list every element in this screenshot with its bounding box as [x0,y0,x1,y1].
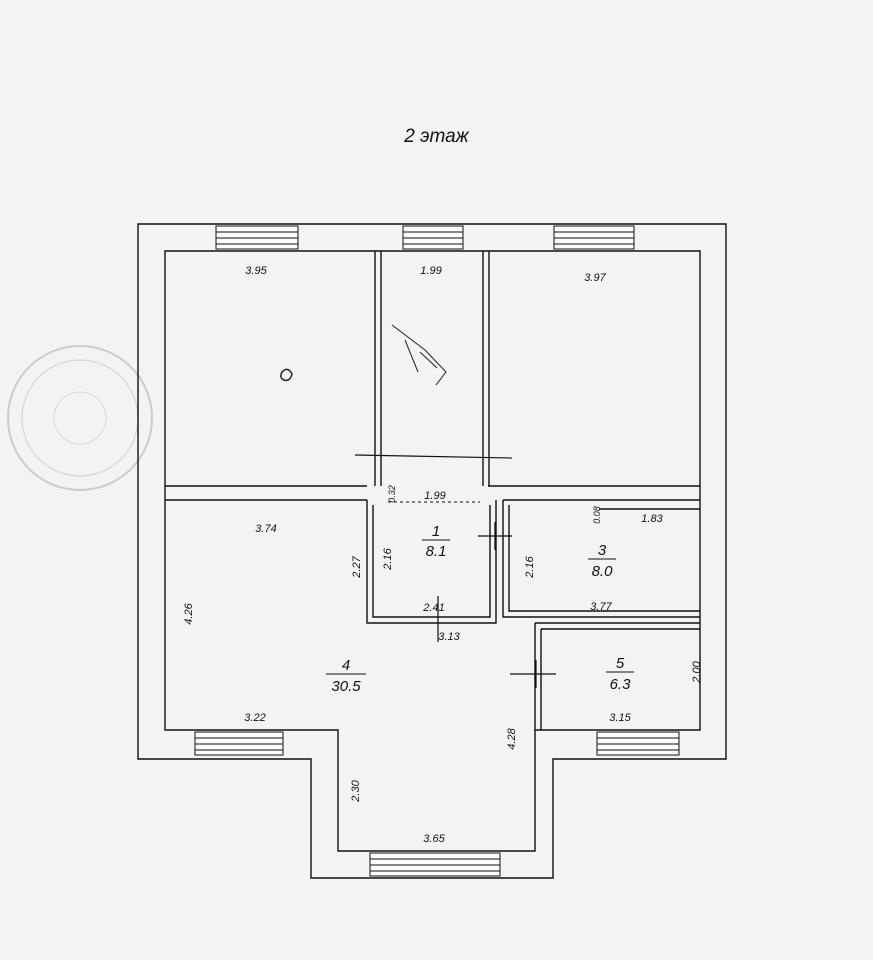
dim-top-mid-width: 1.99 [420,265,441,277]
room1-area: 8.1 [426,543,447,560]
dim-room4-inner-height: 2.27 [351,555,363,578]
window-bottom-right [596,731,680,756]
window-bay [369,852,501,877]
room3-area: 8.0 [592,563,614,580]
sketch-blot [280,368,293,382]
dim-room5-width: 3.15 [609,712,631,724]
window-top-right [553,225,635,250]
dim-room1-width: 2.41 [422,602,444,614]
room3-number: 3 [598,542,607,559]
dim-hall-top-width: 1.99 [424,490,445,502]
window-top-mid [402,225,464,250]
wall-room1 [366,500,497,624]
room4-number: 4 [342,657,350,674]
wall-room3 [502,500,700,618]
dim-bay-right-height: 4.28 [506,727,518,749]
dim-room1-height: 2.16 [382,547,394,570]
dim-room3-width: 3.77 [590,601,612,613]
dim-top-left-width: 3.95 [245,265,267,277]
inner-wall [164,250,701,852]
dim-room4-bottom-left: 3.22 [244,712,265,724]
dim-room3-top: 0.08 [592,506,602,524]
door-tick-room1 [478,522,512,550]
room5-number: 5 [616,655,625,672]
room1-number: 1 [432,523,440,540]
window-top-left [215,225,299,250]
room5-area: 6.3 [610,676,632,693]
wall-room5 [534,622,700,730]
sketch-scribble [391,324,447,386]
dim-room3-top-width: 1.83 [641,513,663,525]
dim-bay-height: 2.30 [350,779,362,802]
door-line-top-mid [354,454,513,459]
room4-area: 30.5 [331,678,361,695]
wall-divider-top [165,485,700,501]
dim-bay-width: 3.65 [423,833,445,845]
floor-title: 2 этаж [404,126,469,147]
dim-room4-passage: 3.13 [438,631,460,643]
outer-wall [137,223,727,879]
wall-top-mid-left [374,251,382,486]
dim-room4-left-height: 4.26 [183,602,195,624]
dim-hall-depth: 0.32 [387,485,397,503]
wall-top-mid-right [482,251,490,486]
dim-room3-height: 2.16 [524,555,536,578]
dim-room5-height: 2.00 [691,660,703,683]
window-bottom-left [194,731,284,756]
dim-top-right-width: 3.97 [584,272,606,284]
stamp-seal [7,345,153,491]
door-tick-room5 [510,660,556,688]
dim-room4-top-width: 3.74 [255,523,276,535]
